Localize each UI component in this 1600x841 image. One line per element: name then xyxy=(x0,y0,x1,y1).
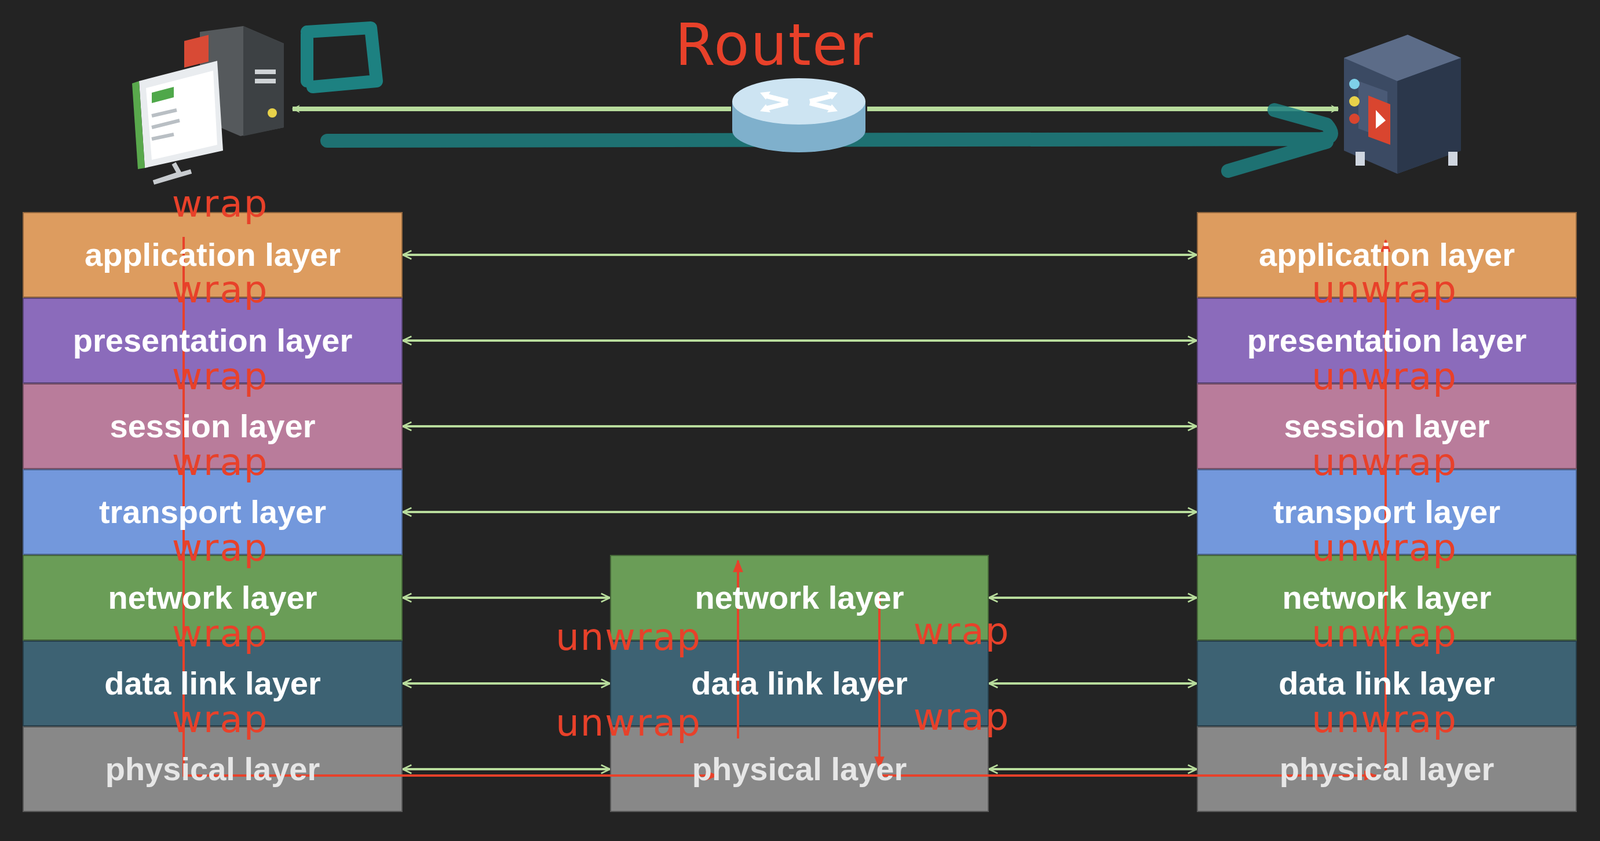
router-icon xyxy=(732,78,866,153)
layer-name: network layer xyxy=(694,579,904,616)
layer-name: data link layer xyxy=(1278,665,1496,702)
layer-name: presentation layer xyxy=(1247,322,1527,359)
annotation: wrap xyxy=(913,698,1011,736)
annotation: wrap xyxy=(172,615,269,653)
annotation: unwrap xyxy=(1311,615,1458,653)
peer-link xyxy=(402,510,1197,514)
layer-name: physical layer xyxy=(1279,751,1494,788)
annotation: wrap xyxy=(172,185,269,223)
computer-icon xyxy=(132,26,284,183)
peer-link xyxy=(988,682,1197,685)
layer-name: data link layer xyxy=(691,665,908,702)
peer-link xyxy=(988,768,1197,771)
top-link xyxy=(292,106,732,112)
peer-link xyxy=(402,425,1197,428)
annotation: wrap xyxy=(172,700,269,739)
layer-name: data link layer xyxy=(104,665,321,702)
layer-name: presentation layer xyxy=(72,322,353,359)
annotation: unwrap xyxy=(1311,271,1458,309)
teal-scribble xyxy=(307,27,377,87)
layer-name: network layer xyxy=(107,579,317,616)
device-label: Router xyxy=(674,16,874,75)
annotation: unwrap xyxy=(1311,529,1458,567)
annotation: wrap xyxy=(172,443,269,481)
peer-link xyxy=(402,596,610,599)
peer-link xyxy=(402,339,1197,342)
layer-name: session layer xyxy=(110,408,316,445)
layer-name: physical layer xyxy=(692,751,907,788)
annotation: wrap xyxy=(172,529,269,567)
peer-link xyxy=(988,596,1197,599)
peer-link xyxy=(402,768,610,771)
peer-link xyxy=(402,682,610,685)
layer-name: application layer xyxy=(84,236,341,273)
layer-name: transport layer xyxy=(1273,494,1501,531)
layer-name: network layer xyxy=(1281,579,1492,616)
annotation: wrap xyxy=(172,358,269,396)
layer-name: physical layer xyxy=(105,751,320,788)
layer-name: application layer xyxy=(1258,236,1515,273)
layer-box: physical layer xyxy=(22,726,403,813)
peer-link xyxy=(402,253,1197,257)
annotation: unwrap xyxy=(1311,358,1458,396)
annotation: unwrap xyxy=(555,618,702,656)
annotation: unwrap xyxy=(555,704,702,742)
layer-name: session layer xyxy=(1284,408,1490,445)
server-icon xyxy=(1343,34,1461,174)
annotation: wrap xyxy=(913,612,1011,650)
annotation: unwrap xyxy=(1311,700,1458,739)
layer-name: transport layer xyxy=(99,494,327,531)
annotation: unwrap xyxy=(1311,443,1458,481)
annotation: wrap xyxy=(172,271,269,309)
